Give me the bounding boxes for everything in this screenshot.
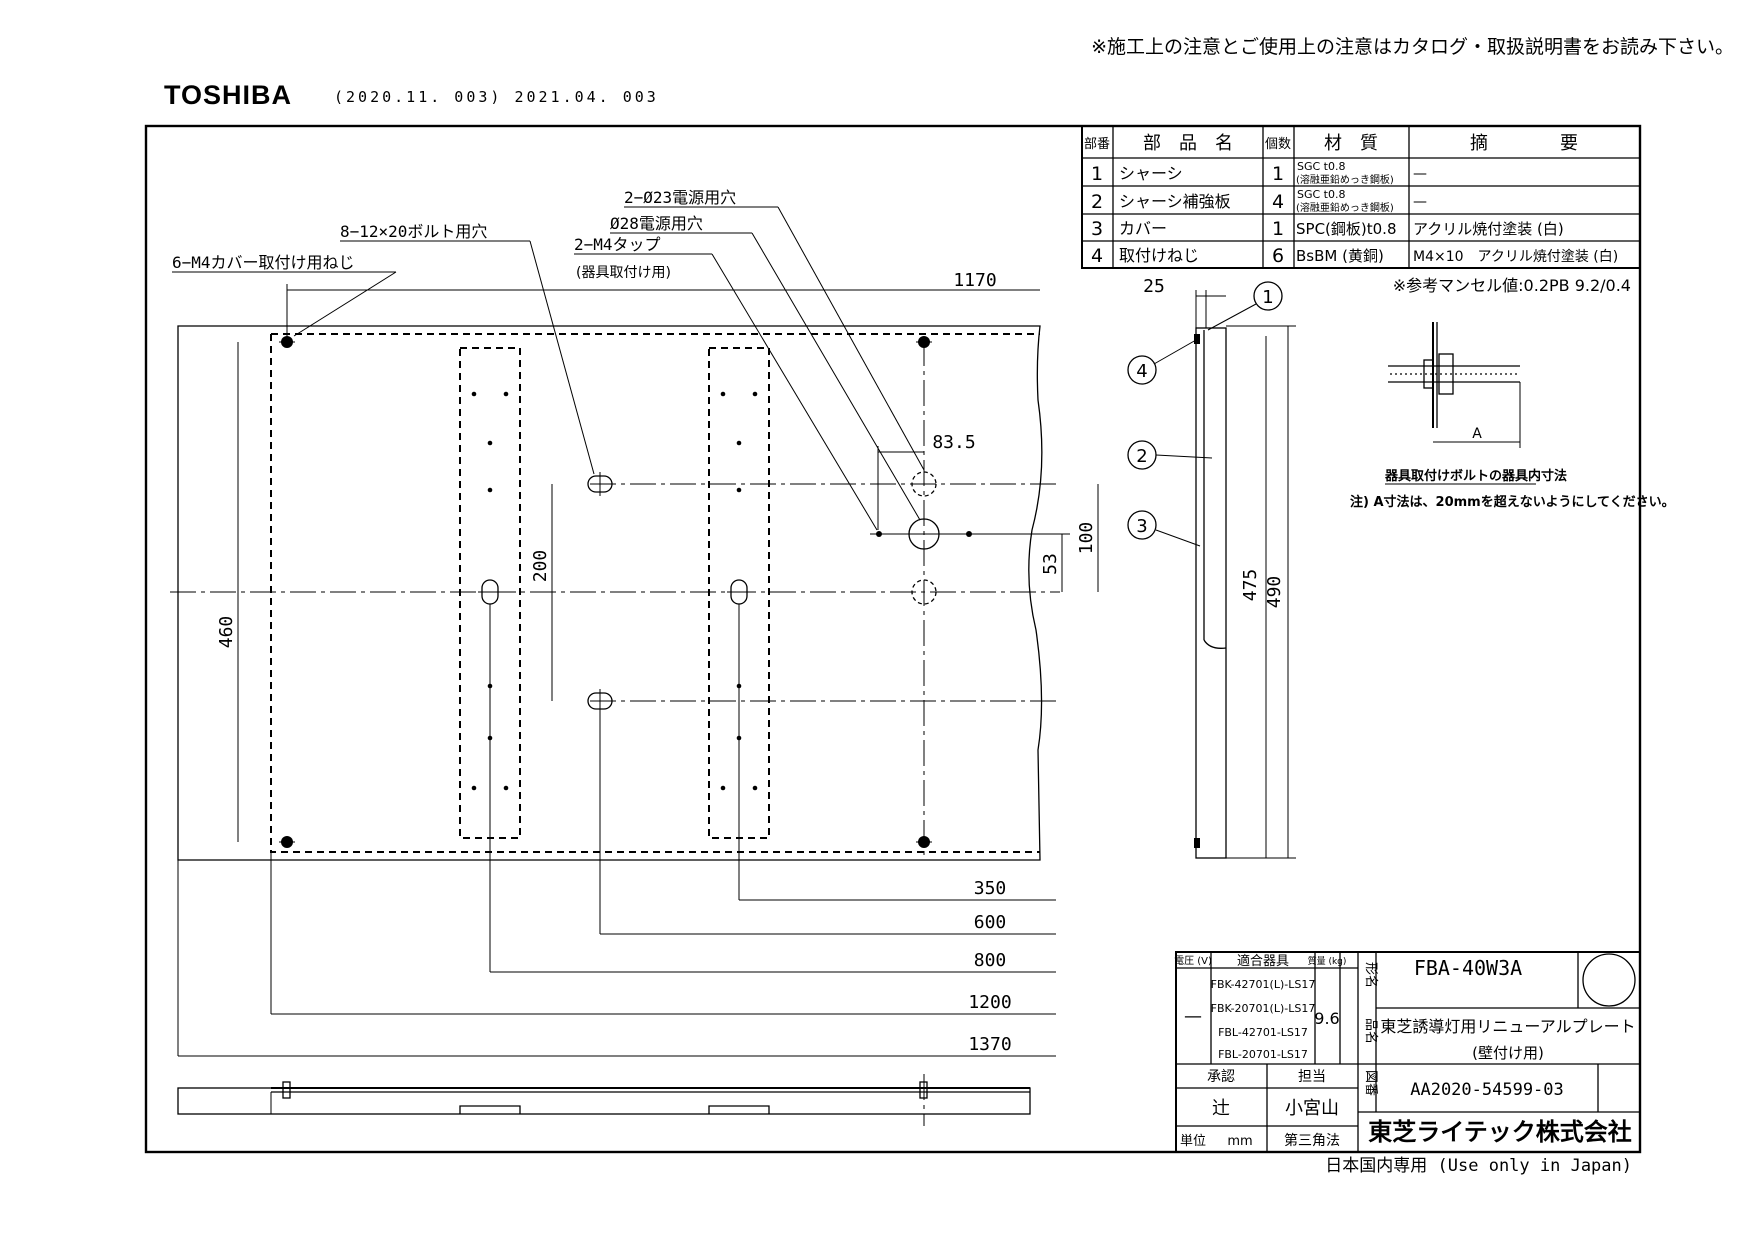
table-row-3-material: SPC(鋼板)t0.8 [1296,220,1396,238]
tb-mass-header: 質量 (kg) [1308,955,1347,967]
th-qty: 個数 [1265,137,1291,152]
label-power-hole-28: Ø28電源用穴 [610,214,703,233]
table-row-2-qty: 4 [1272,191,1284,213]
th-remark: 摘 要 [1470,133,1578,154]
caution-note: ※施工上の注意とご使用上の注意はカタログ・取扱説明書をお読み下さい。 [1091,36,1734,58]
munsell-note: ※参考マンセル値:0.2PB 9.2/0.4 [1393,276,1631,295]
th-material: 材 質 [1324,133,1378,154]
tb-fixture-4: FBL-20701-LS17 [1218,1048,1308,1061]
brand-logo: TOSHIBA [164,80,293,110]
table-row-1-remark: — [1413,166,1427,182]
tb-product-line2: (壁付け用) [1472,1044,1544,1062]
tb-approved: 辻 [1212,1098,1230,1119]
tb-company: 東芝ライテック株式会社 [1368,1118,1632,1146]
dim-490: 490 [1264,576,1285,609]
dim-1370: 1370 [968,1034,1011,1055]
dim-25: 25 [1143,276,1165,297]
tb-voltage: — [1184,1006,1202,1027]
plate-outline [177,325,1043,861]
bolt-dim-a: A [1472,426,1482,442]
table-row-2-material: SGC t0.8 [1297,188,1346,201]
label-power-hole-23: 2−Ø23電源用穴 [624,188,736,207]
th-no: 部番 [1084,137,1110,152]
table-row-2-name: シャーシ補強板 [1119,192,1231,211]
tb-fixture-2: FBK-20701(L)-LS17 [1211,1002,1316,1015]
tb-product-label: 品名 [1363,1018,1379,1044]
table-row-2-remark: — [1413,194,1427,210]
drawing-frame [144,124,1642,1154]
table-row-3-remark: アクリル焼付塗装 (白) [1413,220,1564,238]
table-row-1-material-sub: (溶融亜鉛めっき鋼板) [1296,173,1394,186]
dim-600: 600 [974,912,1007,933]
tb-charge: 小宮山 [1285,1098,1339,1119]
dim-350: 350 [974,878,1007,899]
table-row-4-qty: 6 [1272,245,1284,267]
label-tap: 2−M4タップ [574,235,661,254]
bolt-detail: A 器具取付けボルトの器具内寸法 注) A寸法は、20mmを超えないようにしてく… [1350,322,1675,510]
dim-100: 100 [1076,522,1097,555]
parts-table: 部番 部 品 名 個数 材 質 摘 要 1 シャーシ 1 SGC t0.8 (溶… [1081,125,1641,295]
tb-fixture-3: FBL-42701-LS17 [1218,1026,1308,1039]
bolt-detail-note: 注) A寸法は、20mmを超えないようにしてください。 [1350,494,1675,510]
tb-japan-only: 日本国内専用 (Use only in Japan) [1325,1156,1632,1176]
tb-product-line1: 東芝誘導灯用リニューアルプレート [1380,1017,1635,1036]
table-row-1-qty: 1 [1272,163,1284,185]
dim-1170: 1170 [953,270,996,291]
th-name: 部 品 名 [1143,133,1233,154]
table-row-4-no: 4 [1091,245,1103,267]
table-row-1-material: SGC t0.8 [1297,160,1346,173]
tb-unit-label: 単位 [1180,1133,1206,1149]
tb-fixtures-header: 適合器具 [1237,953,1289,969]
edge-view [177,1074,1031,1126]
tb-fixture-1: FBK-42701(L)-LS17 [1211,978,1316,991]
dim-1200: 1200 [968,992,1011,1013]
label-tap-sub: (器具取付け用) [576,265,671,281]
table-row-1-name: シャーシ [1119,164,1183,183]
tb-drawing-no: AA2020-54599-03 [1410,1080,1564,1100]
table-row-1-no: 1 [1091,163,1103,185]
callout-3: 3 [1136,516,1147,537]
table-row-2-no: 2 [1091,191,1103,213]
tb-voltage-header: 電圧 (V) [1174,955,1212,967]
label-bolt-hole: 8−12×20ボルト用穴 [340,222,487,241]
table-row-2-material-sub: (溶融亜鉛めっき鋼板) [1296,201,1394,214]
tb-unit: mm [1227,1134,1252,1149]
callout-2: 2 [1136,446,1147,467]
bolt-detail-title: 器具取付けボルトの器具内寸法 [1384,468,1567,484]
tb-drawing-label: 図番 [1363,1070,1378,1096]
dim-475: 475 [1240,569,1261,602]
label-cover-screw: 6−M4カバー取付け用ねじ [172,253,355,272]
table-row-3-name: カバー [1119,219,1167,238]
tb-model: FBA-40W3A [1414,956,1522,980]
callout-1: 1 [1262,287,1273,308]
revision-history: (2020.11. 003) 2021.04. 003 [334,88,659,106]
table-row-4-remark: M4×10 アクリル焼付塗装 (白) [1413,248,1618,265]
dim-200: 200 [530,550,551,583]
dim-53: 53 [1040,553,1061,575]
dim-800: 800 [974,950,1007,971]
dim-83-5: 83.5 [932,432,975,453]
table-row-3-qty: 1 [1272,218,1284,240]
dim-460: 460 [216,616,237,649]
table-row-4-material: BsBM (黄銅) [1296,247,1384,265]
tb-projection: 第三角法 [1284,1132,1340,1149]
tb-charge-label: 担当 [1298,1069,1326,1085]
tb-mass: 9.6 [1314,1009,1339,1028]
tb-approved-label: 承認 [1207,1069,1235,1085]
side-view: 25 475 490 1 4 2 3 [1127,276,1296,859]
tb-model-label: 形名 [1363,962,1379,988]
title-block: 電圧 (V) 適合器具 質量 (kg) — FBK-42701(L)-LS17 … [1174,951,1641,1176]
table-row-4-name: 取付けねじ [1119,246,1199,265]
table-row-3-no: 3 [1091,218,1103,240]
plan-view: 2−Ø23電源用穴 8−12×20ボルト用穴 Ø28電源用穴 2−M4タップ (… [170,188,1099,1057]
callout-4: 4 [1136,361,1147,382]
